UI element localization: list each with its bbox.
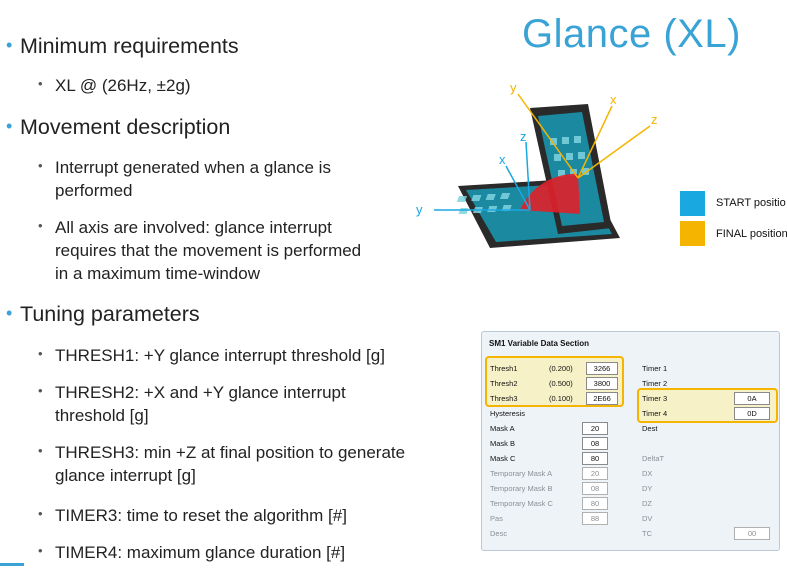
bullet-thresh3a: THRESH3: min +Z at final position to gen… [55, 443, 406, 462]
bullet-movement-sub2c: in a maximum time-window [55, 264, 260, 283]
bullet-min-req: Minimum requirements [20, 34, 239, 58]
bullet-timer4: TIMER4: maximum glance duration [#] [55, 543, 346, 562]
thresh2-label: Thresh2 [490, 379, 518, 388]
bullet-thresh2b: threshold [g] [55, 406, 149, 425]
sm1-panel-header: SM1 Variable Data Section [489, 339, 590, 348]
tc-label: TC [642, 529, 652, 538]
dv-label: DV [642, 514, 653, 523]
bullet-dot: • [6, 116, 13, 136]
timer3-field[interactable]: 0A [734, 392, 770, 405]
axis-label: y [510, 80, 517, 95]
bullet-dot: • [38, 218, 43, 233]
glance-diagram: y x z z x y [416, 80, 658, 248]
mask-b-field[interactable]: 08 [582, 437, 608, 450]
legend-final-swatch [680, 221, 705, 246]
thresh3-value: (0.100) [549, 394, 573, 403]
bullet-movement-sub2a: All axis are involved: glance interrupt [55, 218, 332, 237]
axis-label: x [499, 152, 506, 167]
thresh2-field[interactable]: 3800 [586, 377, 618, 390]
thresh1-label: Thresh1 [490, 364, 518, 373]
thresh1-value: (0.200) [549, 364, 573, 373]
hysteresis-label: Hysteresis [490, 409, 526, 418]
footer-accent [0, 563, 24, 566]
thresh3-field[interactable]: 2E66 [586, 392, 618, 405]
legend-start-label: START positio [716, 197, 786, 209]
bullet-movement-sub2b: requires that the movement is performed [55, 241, 362, 260]
timer4-label: Timer 4 [642, 409, 668, 418]
tmask-a-field[interactable]: 20 [582, 467, 608, 480]
mask-b-label: Mask B [490, 439, 516, 448]
timer3-label: Timer 3 [642, 394, 668, 403]
timer2-label: Timer 2 [642, 379, 668, 388]
axis-label: z [520, 129, 527, 144]
bullet-dot: • [38, 76, 43, 91]
bullet-tuning: Tuning parameters [20, 302, 200, 326]
axis-label: x [610, 92, 617, 107]
deltat-label: DeltaT [642, 454, 665, 463]
tmask-b-field[interactable]: 08 [582, 482, 608, 495]
thresh3-label: Thresh3 [490, 394, 518, 403]
legend-final-label: FINAL position [716, 228, 787, 240]
dest-label: Dest [642, 424, 658, 433]
bullet-dot: • [38, 346, 43, 361]
bullet-movement-sub1b: performed [55, 181, 133, 200]
bullet-dot: • [38, 443, 43, 458]
bullet-movement: Movement description [20, 115, 231, 139]
dz-label: DZ [642, 499, 652, 508]
bullet-dot: • [6, 35, 13, 55]
page-title: Glance (XL) [522, 12, 741, 56]
bullet-dot: • [38, 158, 43, 173]
dx-label: DX [642, 469, 653, 478]
bullet-thresh1: THRESH1: +Y glance interrupt threshold [… [55, 346, 385, 365]
tmask-c-field[interactable]: 80 [582, 497, 608, 510]
mask-c-field[interactable]: 80 [582, 452, 608, 465]
pas-label: Pas [490, 514, 503, 523]
timer4-field[interactable]: 0D [734, 407, 770, 420]
bullet-timer3: TIMER3: time to reset the algorithm [#] [55, 506, 347, 525]
mask-a-field[interactable]: 20 [582, 422, 608, 435]
sm1-variable-panel: SM1 Variable Data Section Thresh1 (0.200… [481, 331, 780, 551]
tmask-c-label: Temporary Mask C [490, 499, 553, 508]
tmask-b-label: Temporary Mask B [490, 484, 553, 493]
bullet-dot: • [38, 506, 43, 521]
axis-label: y [416, 202, 423, 217]
bullet-thresh3b: glance interrupt [g] [55, 466, 196, 485]
axis-label: z [651, 112, 658, 127]
bullet-thresh2a: THRESH2: +X and +Y glance interrupt [55, 383, 346, 402]
pas-field[interactable]: 88 [582, 512, 608, 525]
tc-field[interactable]: 00 [734, 527, 770, 540]
thresh1-field[interactable]: 3266 [586, 362, 618, 375]
dy-label: DY [642, 484, 653, 493]
tmask-a-label: Temporary Mask A [490, 469, 553, 478]
desc-label: Desc [490, 529, 508, 538]
bullet-dot: • [38, 543, 43, 558]
legend-start-swatch [680, 191, 705, 216]
thresh2-value: (0.500) [549, 379, 573, 388]
bullet-movement-sub1a: Interrupt generated when a glance is [55, 158, 331, 177]
bullet-dot: • [6, 303, 13, 323]
timer1-label: Timer 1 [642, 364, 668, 373]
bullet-dot: • [38, 383, 43, 398]
mask-a-label: Mask A [490, 424, 515, 433]
mask-c-label: Mask C [490, 454, 516, 463]
bullet-min-req-sub: XL @ (26Hz, ±2g) [55, 76, 191, 95]
